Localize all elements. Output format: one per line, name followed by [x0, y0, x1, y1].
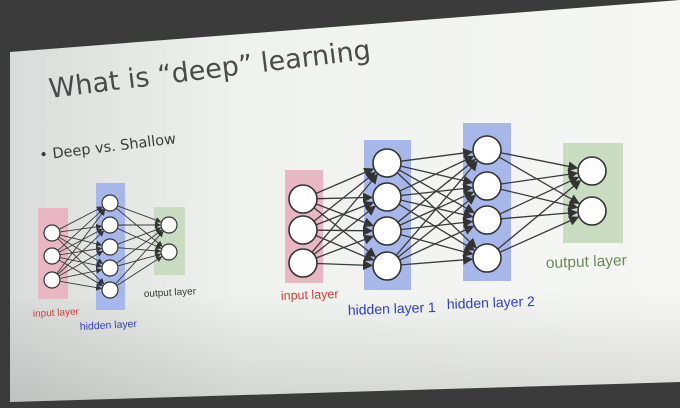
deep-neuron-hidden1 — [372, 216, 402, 246]
deep-connection — [399, 155, 475, 192]
deep-connection — [500, 169, 579, 185]
shallow-neuron-output — [160, 243, 178, 261]
deep-connection — [399, 225, 475, 261]
shallow-connection — [58, 250, 104, 277]
shallow-neurons — [43, 194, 178, 299]
deep-connection — [400, 234, 474, 257]
shallow-connection — [115, 230, 164, 285]
shallow-neuron-input — [43, 247, 61, 265]
deep-connection — [500, 188, 579, 211]
shallow-neuron-hidden — [101, 194, 119, 212]
shallow-neuron-hidden — [101, 238, 119, 256]
shallow-connection — [57, 208, 105, 251]
deep-neuron-hidden1 — [372, 251, 402, 281]
deep-connection — [315, 234, 374, 259]
shallow-hidden-label: hidden layer — [80, 318, 138, 333]
deep-connection — [313, 171, 377, 222]
shallow-connections — [56, 205, 164, 291]
shallow-output-label: output layer — [144, 286, 197, 300]
deep-neuron-hidden1 — [372, 182, 402, 212]
shallow-connection — [59, 223, 103, 233]
deep-connection — [397, 194, 477, 258]
shallow-connection — [59, 234, 103, 247]
deep-neuron-hidden1 — [372, 148, 402, 178]
shallow-neuron-input — [43, 271, 61, 289]
shallow-connection — [59, 246, 103, 256]
deep-hidden2-label: hidden layer 2 — [447, 293, 536, 312]
deep-connection — [315, 203, 374, 228]
shallow-connection — [115, 207, 163, 247]
shallow-connection — [117, 227, 162, 249]
deep-connection — [400, 148, 474, 162]
deep-neuron-hidden2 — [472, 171, 502, 201]
deep-connection — [316, 192, 374, 203]
shallow-connection — [117, 247, 162, 254]
deep-neuron-input — [288, 248, 318, 278]
shallow-connection — [58, 259, 104, 286]
deep-network-diagram: input layer hidden layer 1 hidden layer … — [281, 123, 627, 318]
shallow-connection — [57, 238, 105, 285]
shallow-connection — [116, 256, 163, 287]
deep-connection — [313, 205, 376, 255]
deep-connection — [311, 173, 378, 253]
shallow-connection — [59, 257, 103, 269]
shallow-neuron-input — [43, 224, 61, 242]
shallow-connection — [58, 236, 104, 264]
shallow-connection — [117, 252, 162, 267]
deep-neurons — [288, 135, 607, 281]
deep-connection — [316, 260, 374, 271]
deep-output-label: output layer — [546, 252, 628, 272]
deep-neuron-output — [577, 156, 607, 186]
shallow-connection — [57, 230, 105, 275]
shallow-connection — [58, 228, 103, 253]
deep-input-label: input layer — [281, 287, 339, 303]
deep-connection — [315, 167, 375, 195]
deep-connection — [313, 207, 377, 258]
shallow-neuron-hidden — [101, 216, 119, 234]
shallow-connection — [116, 229, 163, 264]
shallow-input-label: input layer — [33, 307, 80, 320]
shallow-connection — [58, 206, 103, 230]
shallow-neuron-hidden — [101, 259, 119, 277]
shallow-connection — [56, 209, 106, 274]
slide-bottom-shade — [10, 290, 680, 402]
shallow-neuron-output — [160, 216, 178, 234]
deep-neuron-input — [288, 215, 318, 245]
shallow-neuron-hidden — [101, 281, 119, 299]
deep-connection — [499, 216, 580, 253]
deep-connection — [400, 217, 474, 231]
deep-neuron-output — [577, 196, 607, 226]
deep-connection — [499, 176, 580, 215]
deep-neuron-hidden2 — [472, 135, 502, 165]
deep-connection — [396, 172, 477, 249]
deep-neuron-input — [288, 184, 318, 214]
shallow-connection — [117, 205, 162, 223]
shallow-network-diagram: input layer hidden layer output layer — [33, 183, 197, 333]
shallow-connection — [117, 227, 162, 245]
deep-connection — [500, 152, 579, 172]
shallow-connection — [59, 280, 103, 291]
deep-neuron-hidden2 — [472, 205, 502, 235]
deep-hidden1-label: hidden layer 1 — [348, 299, 437, 318]
shallow-connection — [59, 267, 103, 279]
deep-connection — [498, 156, 580, 205]
deep-connection — [400, 254, 474, 266]
deep-connection — [497, 179, 582, 250]
deep-connection — [395, 160, 478, 256]
deep-neuron-hidden2 — [472, 243, 502, 273]
deep-connections — [311, 148, 582, 271]
deep-connection — [397, 158, 477, 223]
